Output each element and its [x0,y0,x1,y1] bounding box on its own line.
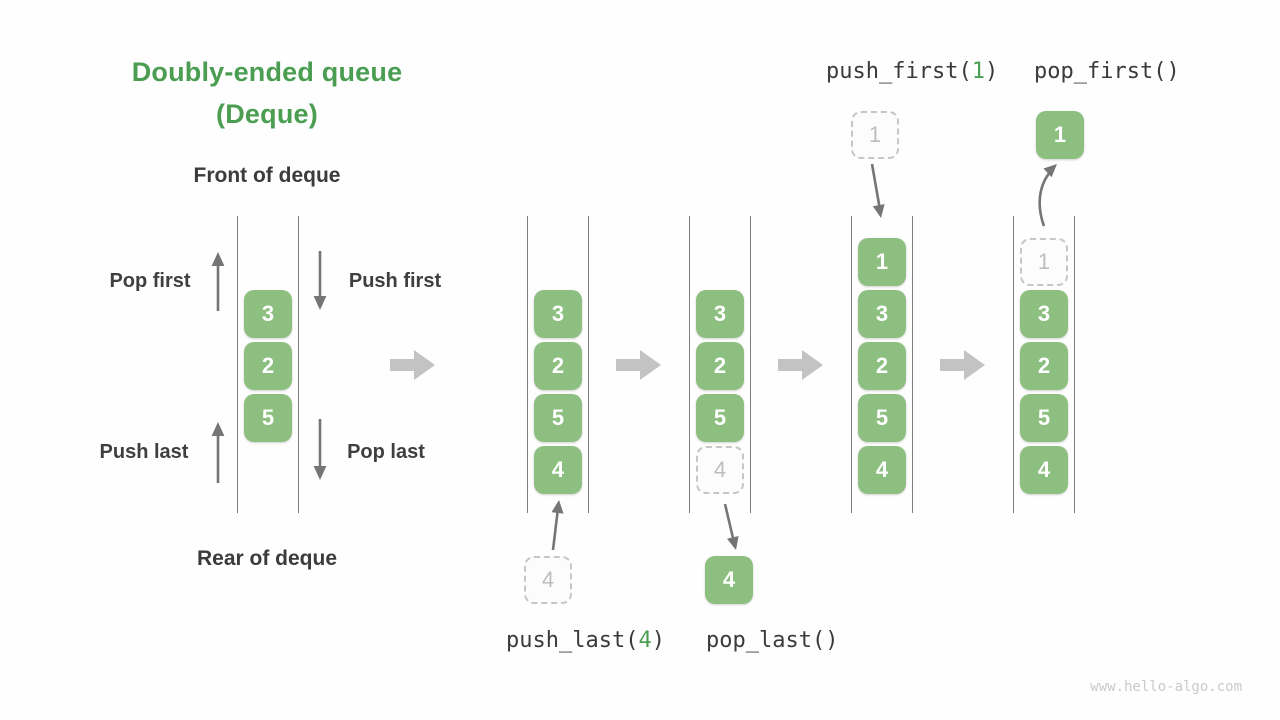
deque-demo-column: 3 2 5 [237,216,299,513]
deque-cell: 2 [534,342,582,390]
push-last-up-arrow-icon [211,422,225,483]
deque-cell: 3 [534,290,582,338]
deque-state4-column: 1 3 2 5 4 [1013,216,1075,513]
deque-cell: 2 [244,342,292,390]
popped-value-cell: 1 [1036,111,1084,159]
deque-state3-column: 1 3 2 5 4 [851,216,913,513]
transition-arrow-icon [778,350,823,380]
code-text: ) [651,628,665,653]
deque-cell: 4 [858,446,906,494]
deque-cell: 3 [1020,290,1068,338]
pop-first-outgoing-arrow-icon [1038,164,1057,227]
push-last-incoming-arrow-icon [551,500,564,551]
deque-cell: 5 [1020,394,1068,442]
deque-cell: 3 [244,290,292,338]
code-text: ) [984,59,999,84]
code-text: pop_last() [706,628,839,653]
deque-cell: 5 [244,394,292,442]
pop-first-code-label: pop_first() [1034,59,1180,84]
deque-cell: 4 [1020,446,1068,494]
incoming-value-ghost-cell: 1 [851,111,899,159]
deque-cell: 2 [696,342,744,390]
removed-value-ghost-cell: 4 [696,446,744,494]
transition-arrow-icon [390,350,435,380]
pop-first-up-arrow-icon [211,252,225,311]
deque-state2-column: 3 2 5 4 [689,216,751,513]
deque-cell: 5 [696,394,744,442]
diagram-title-line1: Doubly-ended queue [131,57,403,87]
removed-value-ghost-cell: 1 [1020,238,1068,286]
transition-arrow-icon [940,350,985,380]
push-first-incoming-arrow-icon [870,163,885,218]
deque-cell: 4 [534,446,582,494]
front-of-deque-label: Front of deque [193,164,341,187]
deque-cell: 2 [1020,342,1068,390]
pop-first-label: Pop first [109,270,191,292]
watermark: www.hello-algo.com [1090,679,1242,695]
deque-cell: 5 [858,394,906,442]
push-first-label: Push first [348,270,442,292]
pop-last-code-label: pop_last() [706,628,838,653]
push-last-code-label: push_last(4) [506,628,665,653]
transition-arrow-icon [616,350,661,380]
code-text: push_first( [826,59,972,84]
push-last-label: Push last [99,441,189,463]
push-first-down-arrow-icon [313,251,327,310]
rear-of-deque-label: Rear of deque [196,547,338,570]
push-first-code-label: push_first(1) [826,59,998,84]
deque-state1-column: 3 2 5 4 [527,216,589,513]
diagram-title-line2: (Deque) [216,99,318,129]
deque-cell: 1 [858,238,906,286]
pop-last-outgoing-arrow-icon [723,503,739,550]
incoming-value-ghost-cell: 4 [524,556,572,604]
pop-last-down-arrow-icon [313,419,327,480]
code-arg: 4 [638,628,652,653]
code-text: pop_first() [1034,59,1180,84]
code-arg: 1 [971,59,985,84]
popped-value-cell: 4 [705,556,753,604]
deque-cell: 3 [858,290,906,338]
pop-last-label: Pop last [347,441,425,463]
deque-cell: 5 [534,394,582,442]
deque-cell: 2 [858,342,906,390]
deque-cell: 3 [696,290,744,338]
code-text: push_last( [506,628,639,653]
